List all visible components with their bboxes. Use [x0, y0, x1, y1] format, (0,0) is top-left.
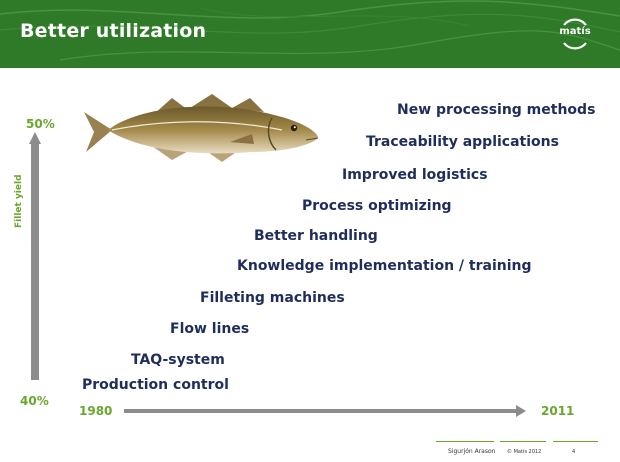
step-knowledge-implementation: Knowledge implementation / training — [237, 258, 532, 274]
step-filleting-machines: Filleting machines — [200, 290, 345, 306]
header-wave-pattern — [0, 0, 620, 61]
step-improved-logistics: Improved logistics — [342, 167, 488, 183]
y-axis-top-label: 50% — [26, 117, 55, 131]
footer-author: Sigurjón Arason — [448, 448, 496, 455]
y-axis-arrow — [29, 132, 41, 144]
step-traceability-applications: Traceability applications — [366, 134, 559, 150]
page-title: Better utilization — [20, 20, 207, 42]
step-flow-lines: Flow lines — [170, 321, 250, 337]
step-taq-system: TAQ-system — [131, 352, 225, 368]
y-axis-bar — [31, 142, 39, 380]
x-axis-start-label: 1980 — [79, 404, 113, 418]
y-axis-bottom-label: 40% — [20, 394, 49, 408]
slide-header: Better utilization matís — [0, 0, 620, 68]
footer-copyright: © Matís 2012 — [507, 449, 542, 455]
footer-page-number: 4 — [572, 449, 576, 455]
footer-rule-3 — [553, 441, 598, 442]
step-process-optimizing: Process optimizing — [302, 198, 452, 214]
step-better-handling: Better handling — [254, 228, 378, 244]
step-production-control: Production control — [82, 377, 229, 393]
x-axis-end-label: 2011 — [541, 404, 575, 418]
footer-rule-1 — [436, 441, 494, 442]
cod-fish-icon — [84, 94, 319, 162]
x-axis-arrow — [516, 405, 526, 417]
footer-rule-2 — [500, 441, 546, 442]
matis-logo: matís — [558, 17, 592, 51]
x-axis-bar — [124, 409, 520, 413]
logo-text: matís — [559, 26, 591, 37]
step-new-processing-methods: New processing methods — [397, 102, 596, 118]
